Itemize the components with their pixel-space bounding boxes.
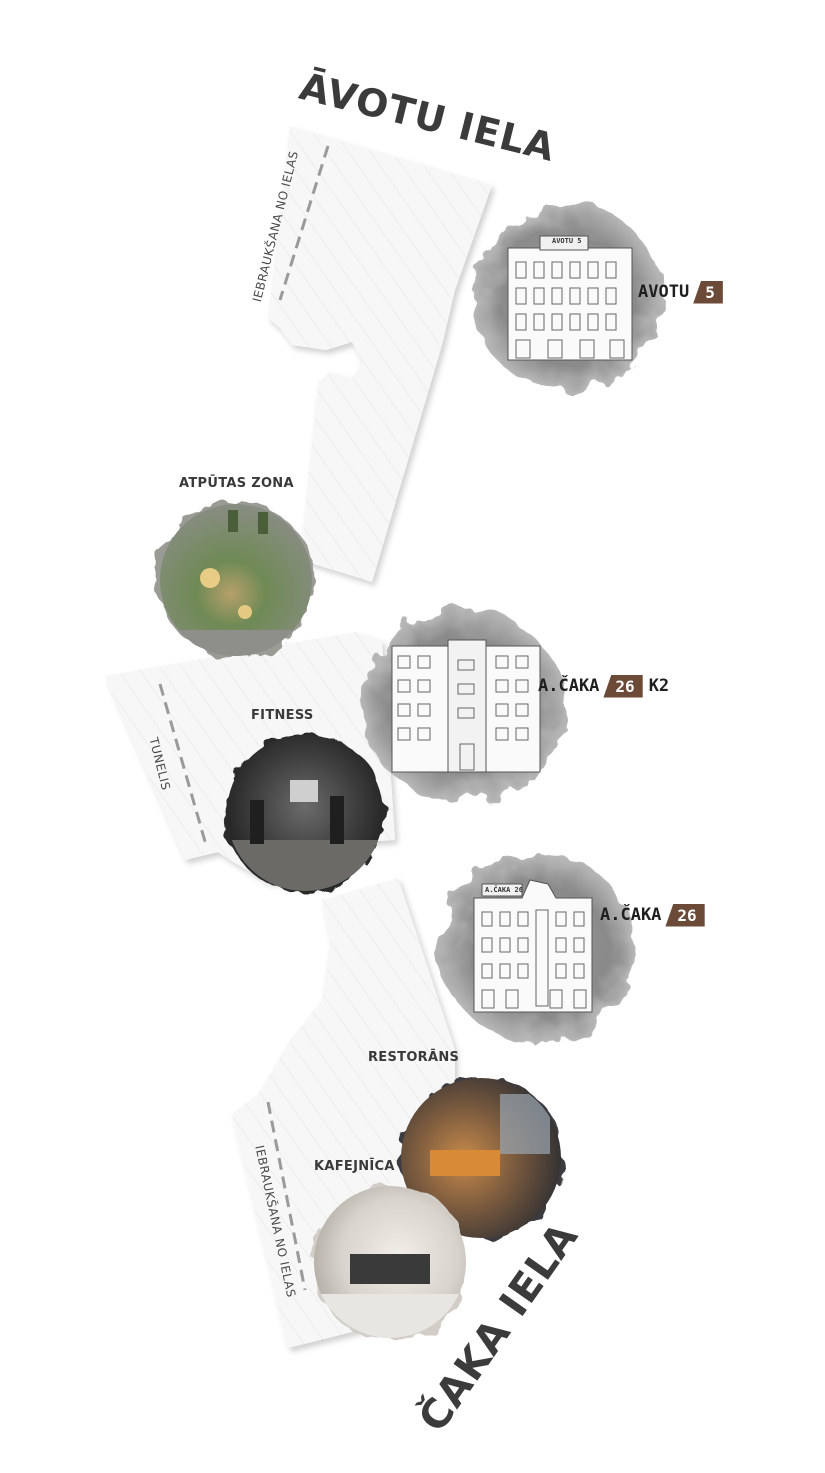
tunnel-line — [158, 683, 208, 846]
building-caka26k2[interactable] — [360, 609, 564, 801]
facade-sign-avotu5: AVOTU 5 — [552, 237, 582, 245]
building-label-avotu5[interactable]: AVOTU 5 — [638, 280, 723, 304]
building-label-caka26[interactable]: A.ČAKA 26 — [600, 903, 705, 927]
building-name-avotu: AVOTU — [638, 282, 690, 302]
facade-avotu5 — [507, 235, 633, 361]
plot-avotu — [268, 126, 492, 582]
facade-sign-caka26: A.ČAKA 26 — [485, 886, 523, 894]
photo-cafe[interactable] — [310, 1184, 472, 1346]
building-name-caka: A.ČAKA — [600, 905, 662, 925]
label-cafe: KAFEJNĪCA — [314, 1159, 395, 1174]
building-number-caka-k2: 26 — [603, 674, 643, 698]
label-restaurant: RESTORĀNS — [368, 1050, 460, 1065]
building-avotu5[interactable] — [474, 204, 662, 392]
building-label-caka26k2[interactable]: A.ČAKA 26 K2 — [538, 674, 669, 698]
facade-caka26k2 — [391, 639, 541, 773]
label-fitness: FITNESS — [251, 708, 314, 723]
entrance-top-line — [278, 145, 330, 301]
building-suffix-k2: K2 — [648, 676, 670, 696]
label-rest-zone: ATPŪTAS ZONA — [179, 476, 294, 491]
building-name-caka-k2: A.ČAKA — [538, 676, 600, 696]
building-number-caka: 26 — [665, 903, 705, 927]
entrance-bottom-line — [266, 1101, 307, 1291]
building-caka26[interactable] — [440, 854, 636, 1042]
facade-caka26 — [473, 879, 593, 1013]
photo-fitness[interactable] — [220, 730, 392, 900]
entrance-markers — [158, 145, 330, 1291]
building-number-avotu: 5 — [693, 280, 723, 304]
